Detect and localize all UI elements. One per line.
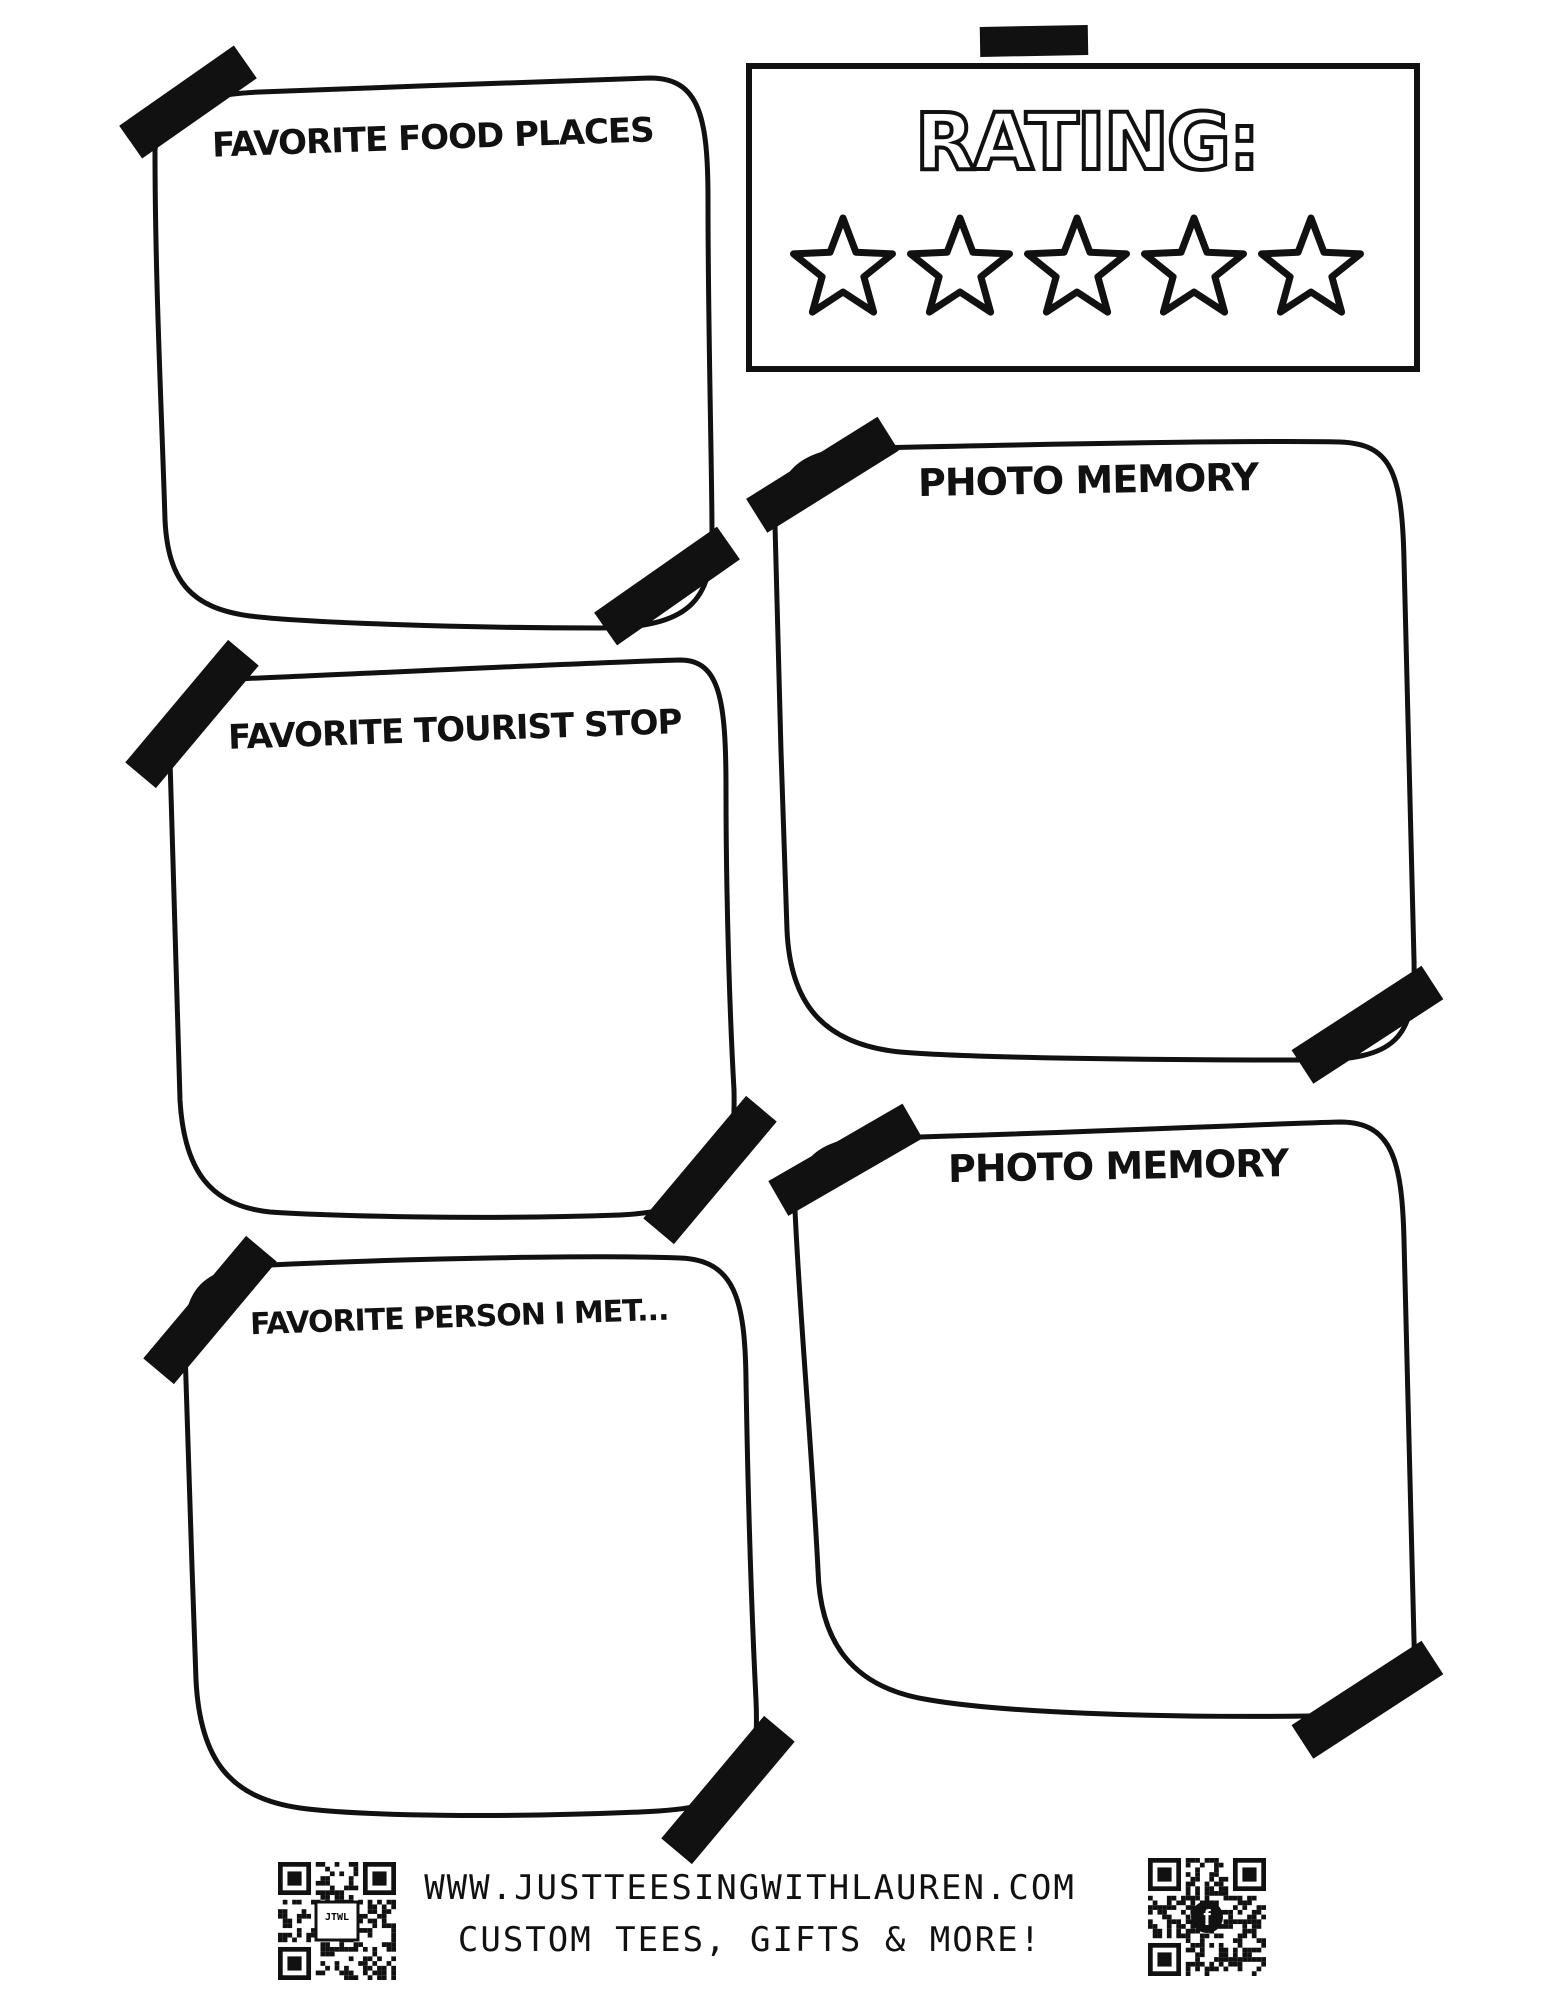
person-box-frame xyxy=(182,1254,759,1818)
tape-photo2-bottom xyxy=(1291,1640,1444,1759)
svg-text:f: f xyxy=(1203,1905,1211,1930)
star-icon[interactable] xyxy=(790,214,896,316)
tape-tourist-top xyxy=(125,639,259,789)
photo-memory-2-label: PHOTO MEMORY xyxy=(947,1141,1289,1191)
qr-logo-text: JTWL xyxy=(324,1912,350,1923)
tape-tourist-bottom xyxy=(643,1095,777,1245)
footer-website[interactable]: WWW.JUSTTEESINGWITHLAUREN.COM xyxy=(424,1868,1076,1908)
tape-food-top xyxy=(119,45,257,159)
photo-memory-1-frame xyxy=(772,438,1417,1063)
tape-food-bottom xyxy=(594,526,740,646)
qr-code-website[interactable]: JTWL xyxy=(278,1862,396,1980)
tape-rating xyxy=(979,25,1089,57)
star-icon[interactable] xyxy=(1258,214,1364,316)
footer-tagline: CUSTOM TEES, GIFTS & MORE! xyxy=(457,1920,1043,1960)
star-icon[interactable] xyxy=(1141,214,1247,316)
tourist-box-frame xyxy=(167,657,737,1220)
tape-strips xyxy=(119,25,1444,1865)
star-icon[interactable] xyxy=(1024,214,1130,316)
rating-box-frame xyxy=(746,63,1420,372)
tape-photo1-bottom xyxy=(1291,965,1444,1084)
rating-title: RATING: xyxy=(913,96,1262,190)
facebook-icon xyxy=(1191,1901,1223,1933)
tape-person-bottom xyxy=(661,1715,795,1865)
photo-memory-2-frame xyxy=(792,1119,1417,1719)
qr-icon xyxy=(278,1862,396,1980)
rating-stars xyxy=(790,214,1364,316)
tape-person-top xyxy=(143,1235,277,1385)
star-icon[interactable] xyxy=(907,214,1013,316)
qr-icon: f xyxy=(1148,1858,1266,1976)
tape-photo1-top xyxy=(746,416,899,533)
tape-photo2-top xyxy=(768,1103,923,1216)
photo-memory-1-label: PHOTO MEMORY xyxy=(917,455,1259,505)
qr-code-facebook[interactable]: f xyxy=(1148,1858,1266,1976)
